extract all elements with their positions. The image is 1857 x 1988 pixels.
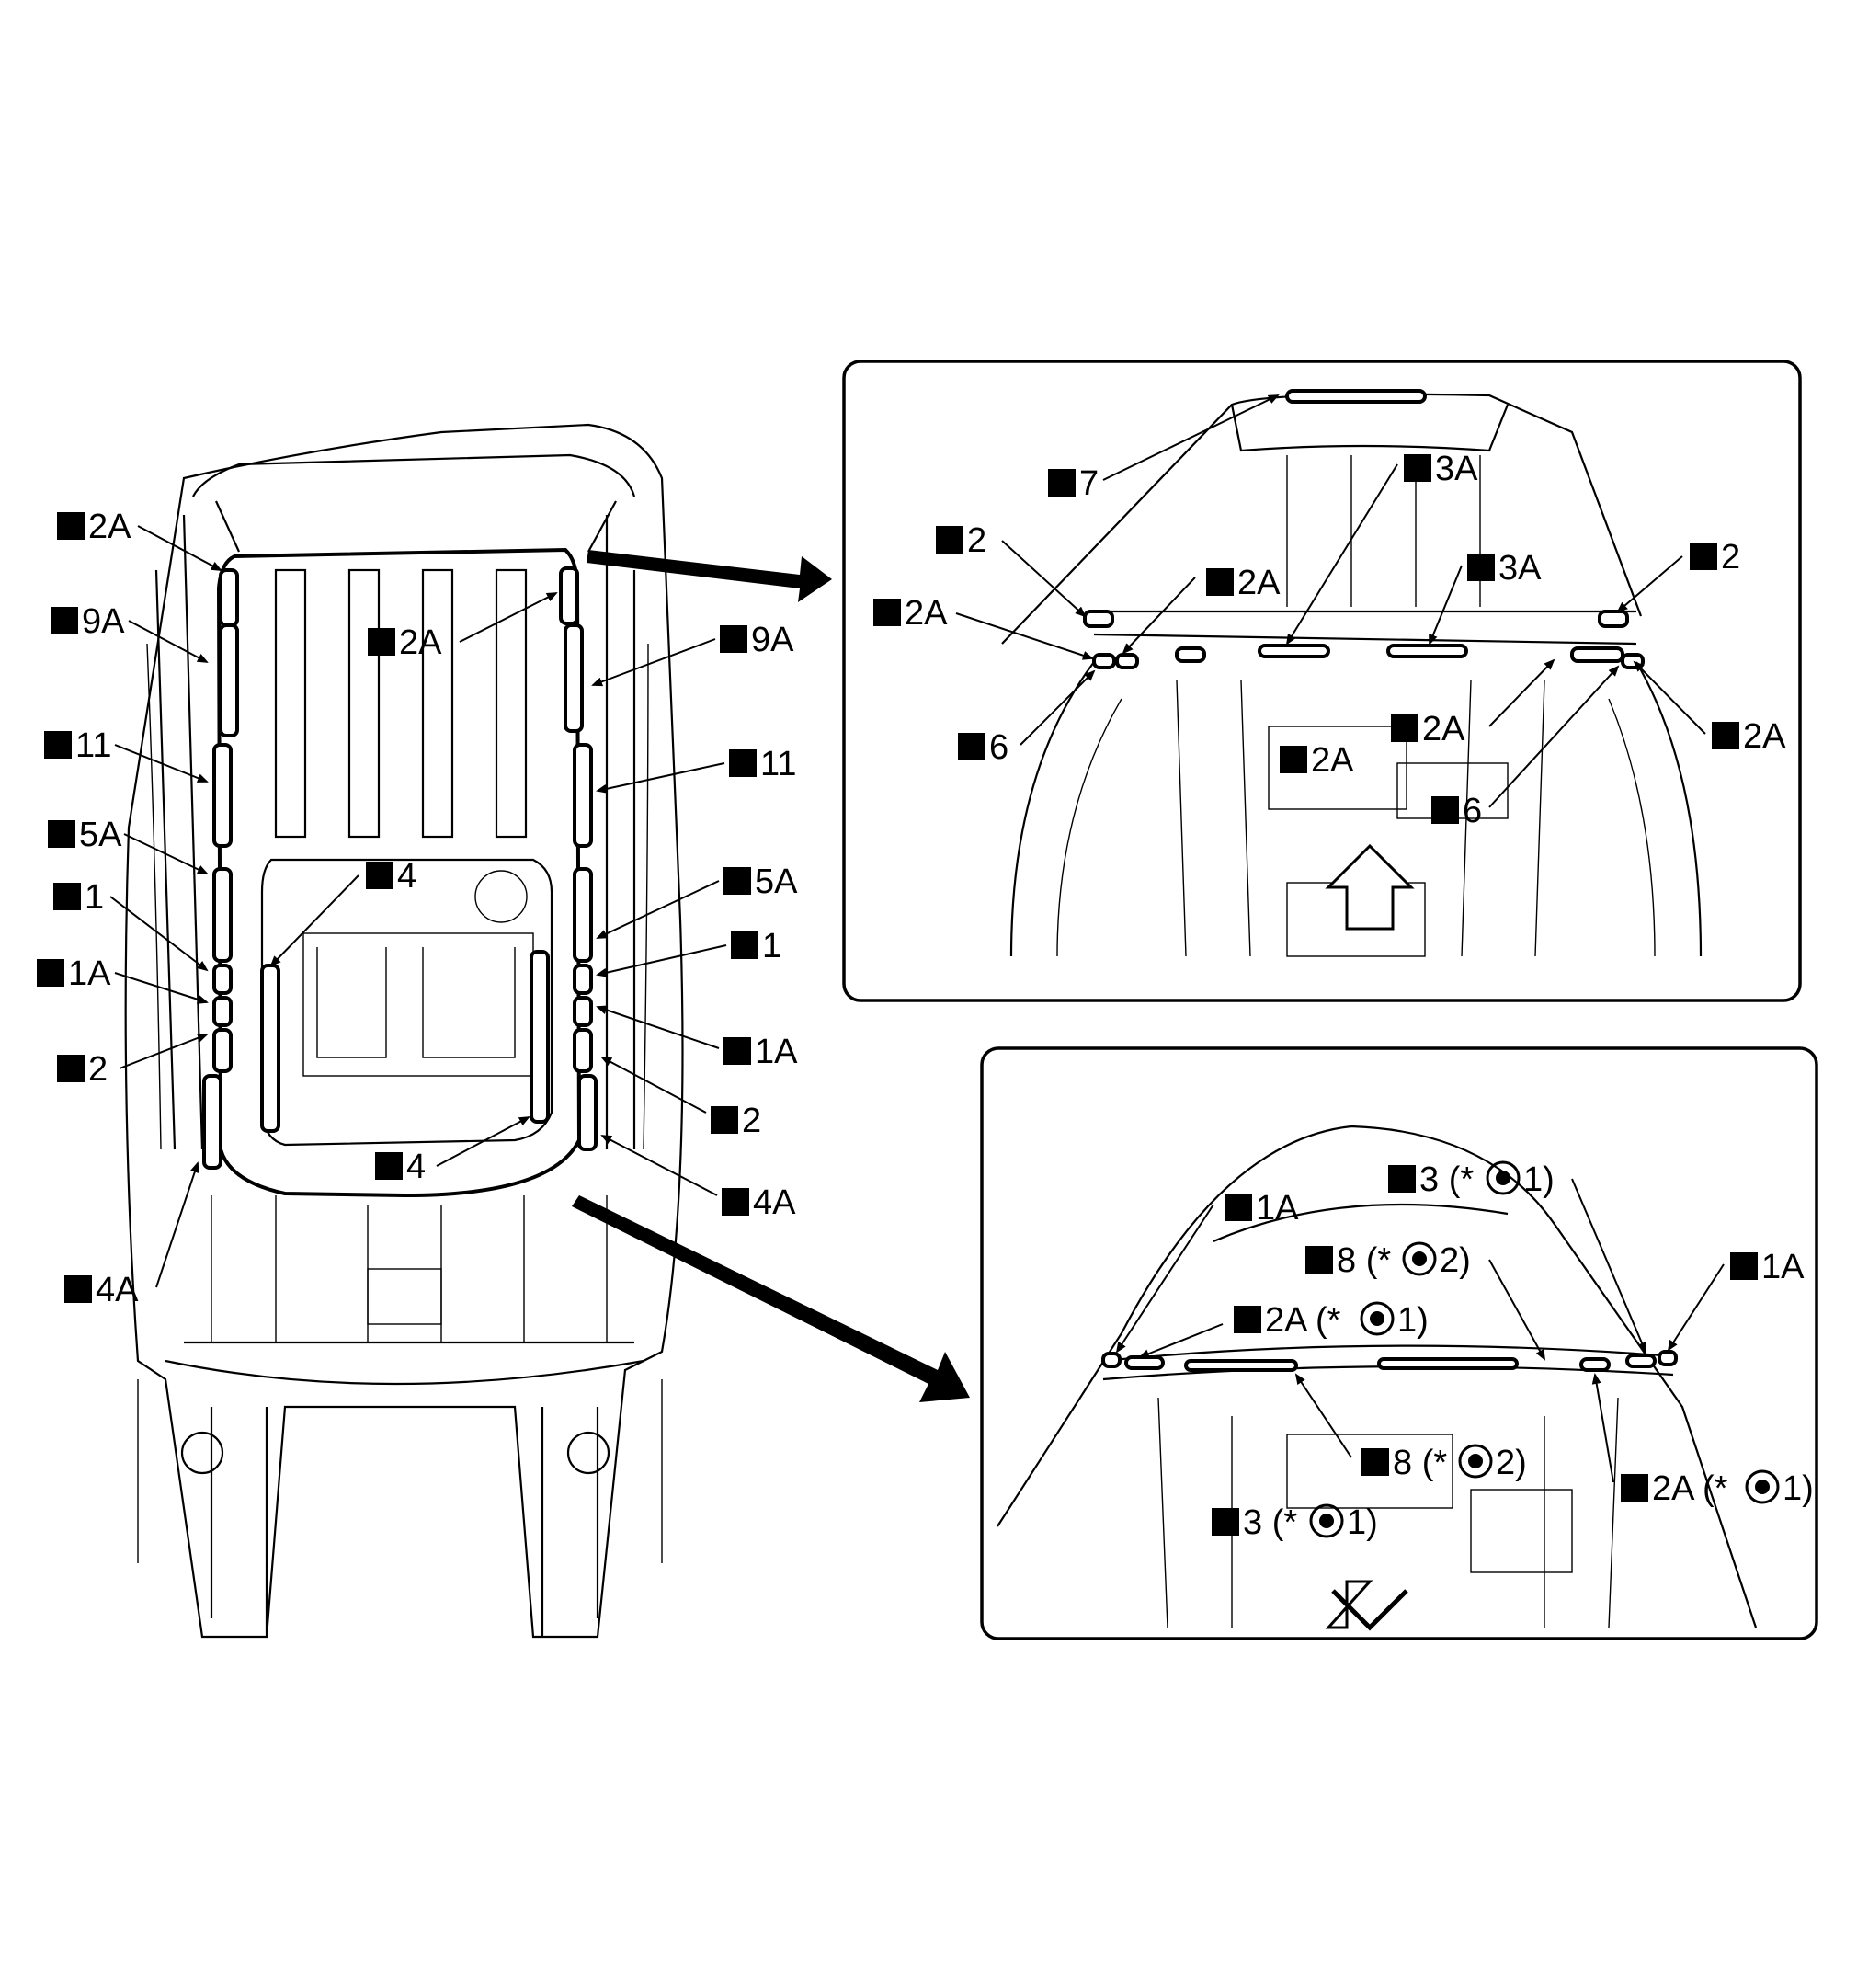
- callout-label: 11: [75, 726, 111, 765]
- callouts-detail-bottom: 3 (* 1) 1A 8 (* 2) 1A 2A (* 1) 8 (* 2) 2A (*…: [1115, 1160, 1814, 1542]
- callout: 1A: [1115, 1189, 1299, 1354]
- sealer-strips-main: [202, 566, 598, 1170]
- callout: 1: [596, 927, 781, 977]
- callout: 8 (* 2): [1294, 1373, 1527, 1482]
- callout: 2A (* 1): [1138, 1301, 1429, 1358]
- callout: 1A: [1667, 1248, 1805, 1352]
- callout: 2: [936, 521, 1087, 618]
- callout: 7: [1048, 394, 1280, 503]
- callout-label: 3A: [1435, 450, 1478, 488]
- callout: 3A: [1429, 549, 1542, 646]
- callout-label: 8 (*: [1337, 1241, 1391, 1280]
- detail-panel-top: [842, 360, 1802, 1002]
- callout: 5A: [596, 863, 798, 939]
- callout-circ: 1): [1783, 1469, 1814, 1508]
- callout-label: 2: [88, 1050, 108, 1089]
- callout-label: 2: [967, 521, 986, 560]
- callout-label: 2A (*: [1652, 1469, 1728, 1508]
- callout: 6: [958, 669, 1096, 767]
- callout: 2A (* 1): [1591, 1373, 1814, 1508]
- callout-label: 2A: [1311, 741, 1354, 780]
- callout: 3 (* 1): [1388, 1160, 1646, 1354]
- callout-label: 2A: [399, 623, 442, 662]
- callout: 1A: [37, 954, 209, 1004]
- callout-label: 4: [406, 1148, 426, 1186]
- callout: 1A: [596, 1005, 798, 1071]
- callout-circ: 2): [1496, 1444, 1527, 1482]
- callout-circ: 1): [1397, 1301, 1429, 1340]
- callout-circ: 1): [1523, 1160, 1555, 1199]
- callout-label: 3 (*: [1243, 1503, 1297, 1542]
- vehicle-body-top-view: [124, 423, 684, 1639]
- callout: 4: [375, 1116, 530, 1186]
- callout-label: 1A: [1256, 1189, 1299, 1228]
- callout-label: 2A: [1237, 564, 1281, 602]
- callout-label: 1: [762, 927, 781, 965]
- callout: 1: [53, 878, 209, 972]
- callout: 2A: [57, 508, 222, 571]
- detail-arrows: [572, 550, 970, 1402]
- callout-label: 2: [1721, 538, 1740, 577]
- callout-label: 4: [397, 857, 416, 896]
- callout: 4A: [64, 1161, 199, 1309]
- callout-label: 3A: [1498, 549, 1542, 588]
- callout: 11: [596, 745, 796, 794]
- callout-label: 4A: [96, 1271, 139, 1309]
- callout: 8 (* 2): [1305, 1241, 1545, 1361]
- callout: 11: [44, 726, 209, 783]
- callout: 6: [1431, 665, 1620, 830]
- callouts-detail-top: 7 3A 2 2A 2A 3A 2 2A 2A 6 2A 6: [873, 394, 1786, 830]
- callout-label: 2A (*: [1265, 1301, 1341, 1340]
- callout-label: 5A: [79, 816, 122, 854]
- callout: 2: [1616, 538, 1740, 613]
- callout-label: 2A: [1422, 710, 1465, 748]
- callout: 9A: [591, 621, 794, 687]
- callout-circ: 1): [1347, 1503, 1378, 1542]
- callout: 2A: [1122, 564, 1281, 655]
- callout-label: 1A: [68, 954, 111, 993]
- callout-label: 2: [742, 1102, 761, 1140]
- callout-label: 2A: [88, 508, 131, 546]
- callout-label: 9A: [751, 621, 794, 659]
- callout-circ: 2): [1440, 1241, 1471, 1280]
- callout-label: 1A: [755, 1033, 798, 1071]
- callout-label: 2A: [1743, 717, 1786, 756]
- callout-label: 5A: [755, 863, 798, 901]
- callout-label: 6: [1463, 792, 1482, 830]
- callout: 4: [269, 857, 416, 967]
- detail-panel-bottom: [980, 1046, 1818, 1640]
- callout: 2A: [1391, 658, 1555, 748]
- callouts-main: 2A 9A 11 5A 1 1A 2 4A 2A 4 4 9A 11 5A 1 …: [37, 508, 798, 1309]
- callout: 2A: [368, 592, 558, 662]
- callout: 3A: [1285, 450, 1478, 646]
- callout-label: 11: [760, 745, 796, 783]
- callout: 4A: [600, 1135, 796, 1222]
- callout-label: 1A: [1761, 1248, 1805, 1286]
- callout-label: 4A: [753, 1183, 796, 1222]
- callout-label: 9A: [82, 602, 125, 641]
- callout: 2A: [873, 594, 1094, 660]
- callout: 9A: [51, 602, 209, 663]
- callout: 2: [600, 1057, 761, 1140]
- callout: 2A: [1633, 660, 1786, 756]
- callout-label: 3 (*: [1419, 1160, 1474, 1199]
- callout: 2: [57, 1033, 209, 1089]
- callout-label: 1: [85, 878, 104, 917]
- callout-label: 7: [1079, 464, 1099, 503]
- callout: 2A: [1280, 741, 1354, 780]
- callout: 3 (* 1): [1212, 1503, 1378, 1542]
- callout-label: 8 (*: [1393, 1444, 1447, 1482]
- callout-label: 2A: [905, 594, 948, 633]
- callout: 5A: [48, 816, 209, 874]
- callout-label: 6: [989, 728, 1008, 767]
